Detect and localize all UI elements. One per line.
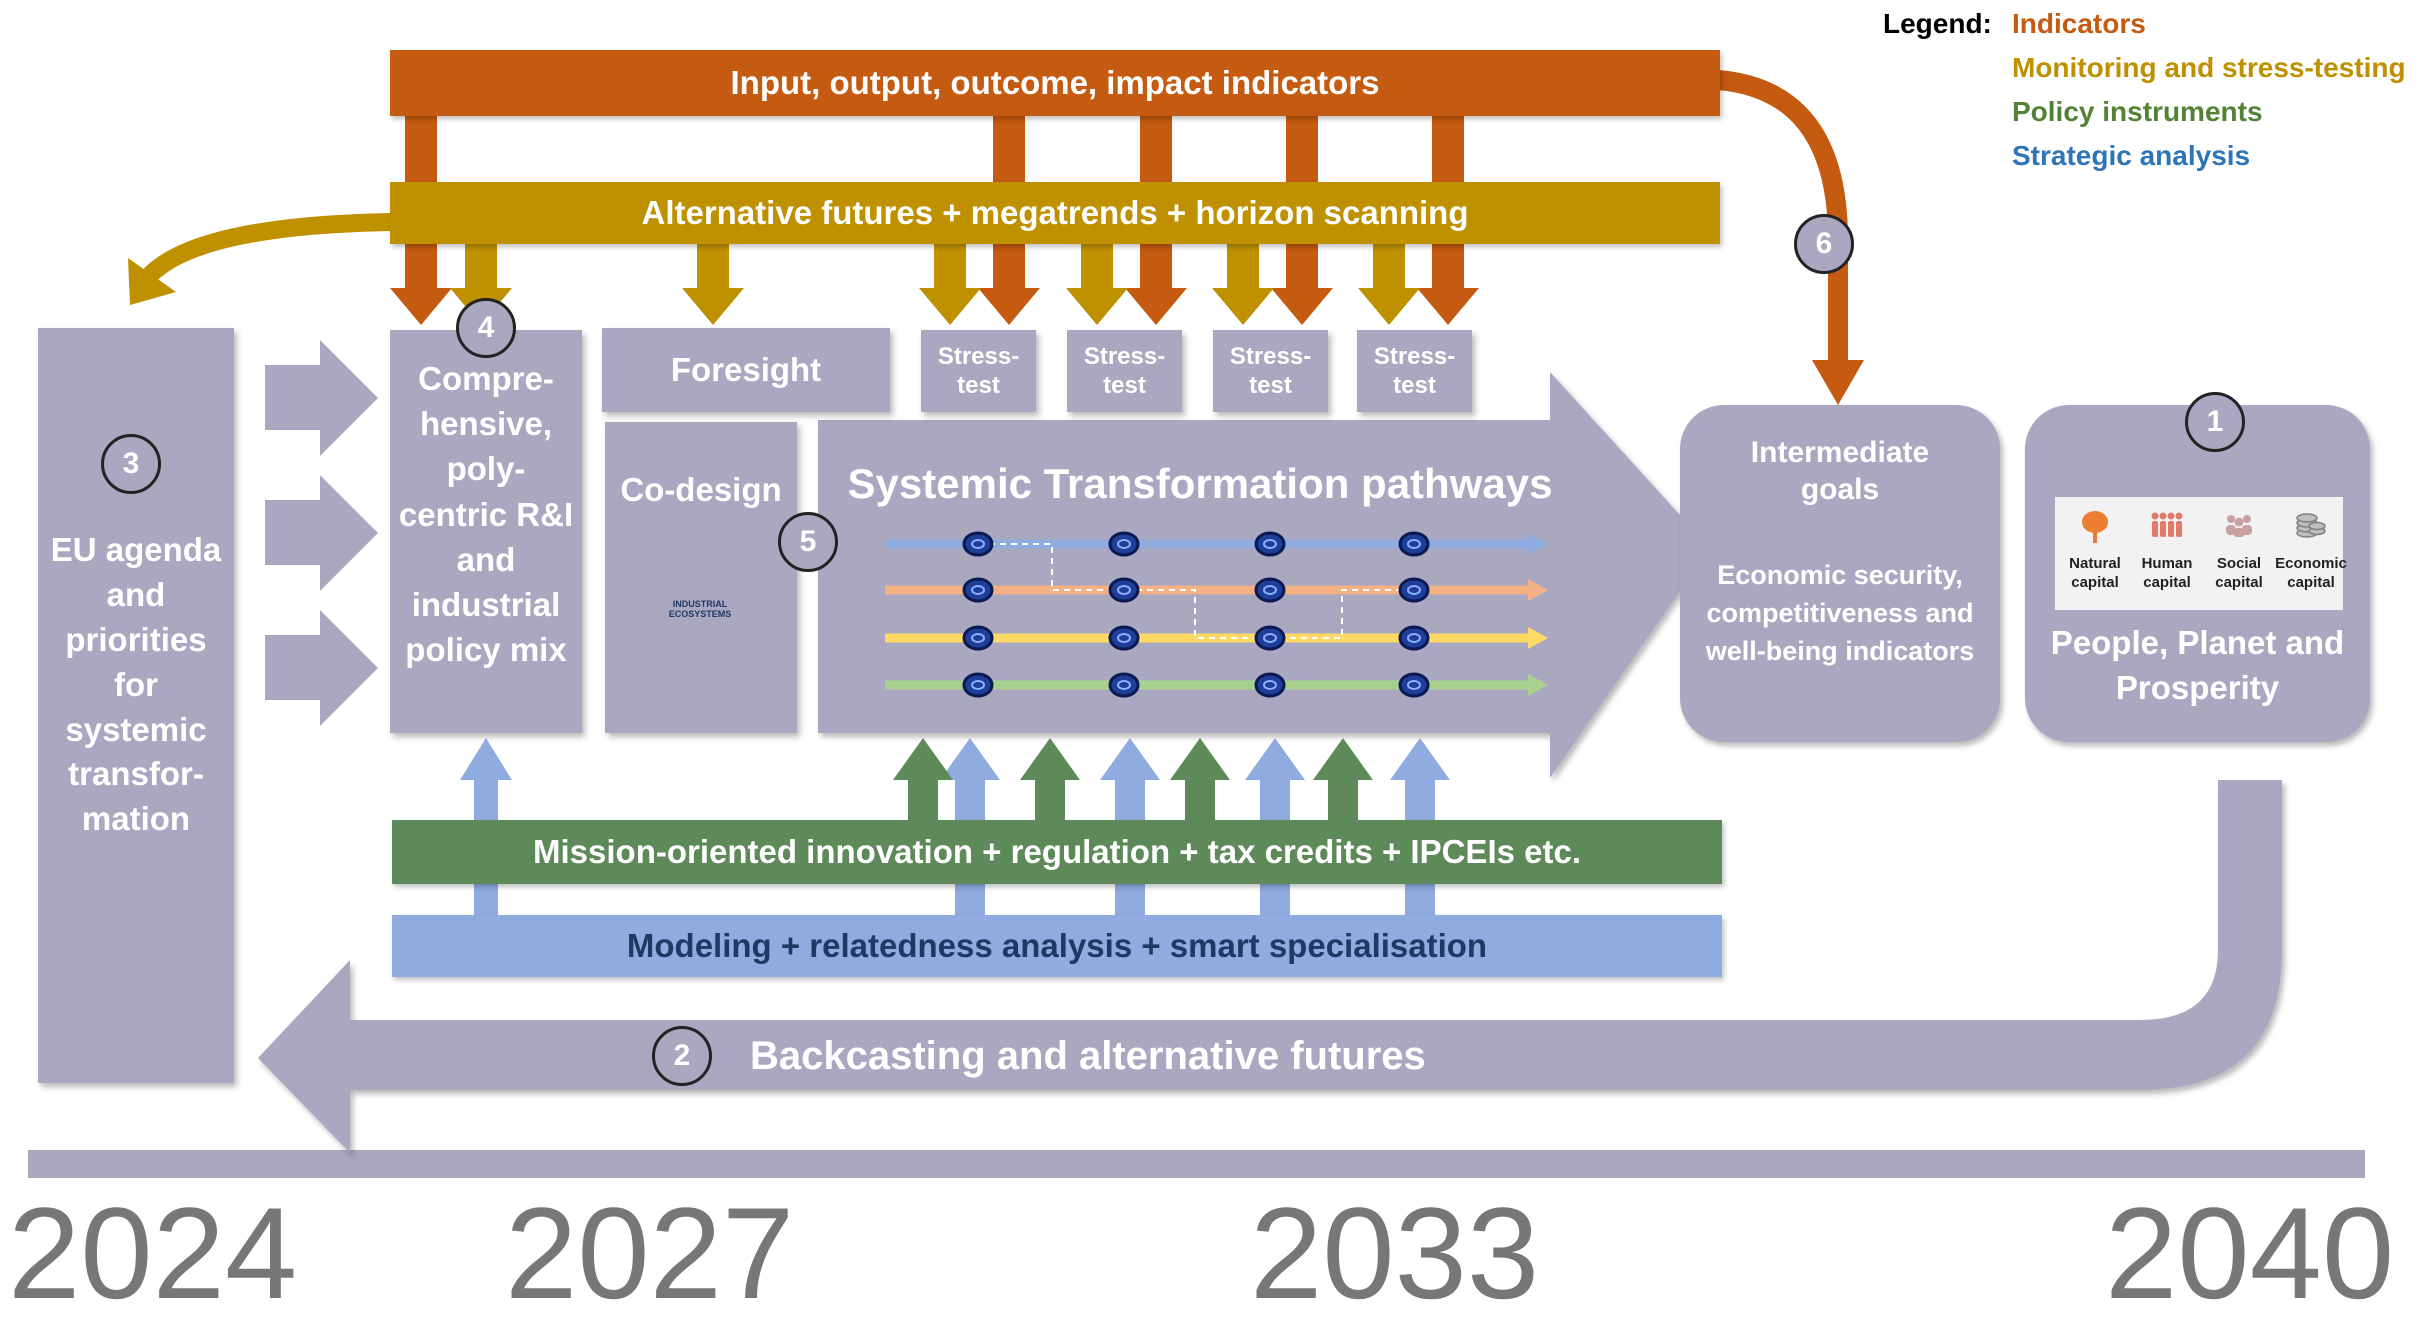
pathways-title: Systemic Transformation pathways [847,460,1553,507]
year-2040: 2040 [2105,1180,2395,1326]
year-2027: 2027 [505,1180,795,1326]
foresight-box: Foresight [602,328,890,412]
stress-test-box-3: Stress-test [1213,330,1328,412]
social-capital: Social capital [2199,497,2279,610]
capitals-panel: Natural capital Human capital [2055,497,2347,610]
year-2033: 2033 [1250,1180,1540,1326]
stress-test-label: Stress-test [1083,342,1166,399]
codesign-box: Co-design INDUSTRIAL ECOSYSTEMS [605,422,797,733]
step-number-6: 6 [1794,214,1854,274]
backcasting-arrow [258,780,2282,1153]
step-number-1: 1 [2185,392,2245,452]
natural-capital: Natural capital [2055,497,2135,610]
legend-indicators: Indicators [2012,8,2146,39]
step-number-5: 5 [778,512,838,572]
year-2024: 2024 [8,1180,298,1326]
legend-monitoring: Monitoring and stress-testing [2012,52,2406,83]
natural-capital-label: Natural capital [2069,555,2121,591]
analysis-band: Modeling + relatedness analysis + smart … [392,915,1722,977]
foresight-label: Foresight [670,350,822,388]
intermediate-title: Intermediate goals [1750,436,1930,506]
monitoring-curve-arrowhead [128,258,176,305]
human-capital: Human capital [2127,497,2207,610]
monitoring-down-arrows [450,240,1420,325]
stress-test-box-2: Stress-test [1067,330,1182,412]
monitoring-band: Alternative futures + megatrends + horiz… [390,182,1720,244]
group-icon [2226,515,2252,537]
backcasting-label: Backcasting and alternative futures [750,1034,1426,1078]
stress-test-label: Stress-test [1229,342,1312,399]
codesign-label: Co-design [620,471,782,508]
chevron-arrow-2 [265,475,378,591]
monitoring-curve-arrow [143,213,393,282]
human-capital-label: Human capital [2141,555,2193,591]
intermediate-goals-box: Intermediate goals Economic security, co… [1680,405,2000,742]
stress-test-box-1: Stress-test [921,330,1036,412]
pathway-nodes [962,531,1430,698]
legend-policy: Policy instruments [2012,96,2263,127]
stress-test-label: Stress-test [937,342,1020,399]
legend-analysis: Strategic analysis [2012,140,2251,171]
stress-test-box-4: Stress-test [1357,330,1472,412]
intermediate-body: Economic security, competitiveness and w… [1705,560,1975,666]
indicator-curve-arrowhead [1812,360,1864,405]
ppp-title: People, Planet and Prosperity [2050,624,2345,706]
pathways-arrow [818,372,1710,778]
timeline-bar [28,1150,2365,1178]
policy-up-arrows [893,738,1373,820]
industrial-ecosystems-label: INDUSTRIAL ECOSYSTEMS [668,599,732,619]
step-number-2: 2 [652,1026,712,1086]
policy-mix-box: Compre-hensive, poly-centric R&I and ind… [390,330,582,733]
people-icon [2151,512,2183,537]
chevron-arrow-1 [265,340,378,456]
legend-title: Legend: [1883,8,1992,39]
eu-agenda-text: EU agenda and priorities for systemic tr… [50,531,222,838]
policy-band: Mission-oriented innovation + regulation… [392,820,1722,884]
economic-capital: Economic capital [2271,497,2351,610]
stress-test-label: Stress-test [1373,342,1456,399]
social-capital-label: Social capital [2215,555,2263,591]
economic-capital-label: Economic capital [2275,555,2347,591]
tree-icon [2082,511,2108,543]
step-number-3: 3 [101,434,161,494]
chevron-arrow-3 [265,610,378,726]
step-number-4: 4 [456,298,516,358]
indicators-band: Input, output, outcome, impact indicator… [390,50,1720,116]
policy-mix-text: Compre-hensive, poly-centric R&I and ind… [398,360,574,669]
coins-icon [2296,513,2326,538]
ppp-box: Natural capital Human capital [2025,405,2370,742]
